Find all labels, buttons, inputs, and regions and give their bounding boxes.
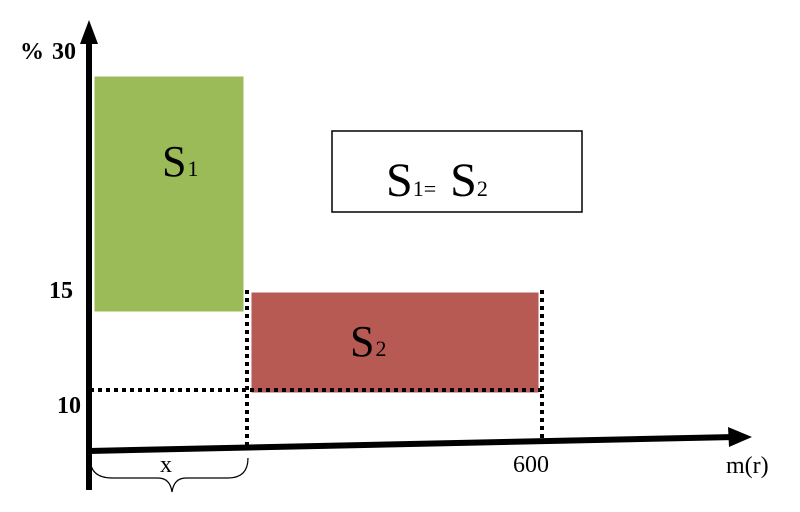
x-axis-line bbox=[88, 434, 736, 454]
x-brace bbox=[89, 457, 249, 493]
region-s1 bbox=[91, 73, 247, 315]
y-axis-arrow bbox=[80, 20, 98, 44]
x-tick-600: 600 bbox=[513, 452, 549, 478]
equation-box bbox=[331, 130, 583, 213]
equation-text: S1=S2 bbox=[386, 154, 488, 207]
y-tick-15: 15 bbox=[49, 278, 73, 304]
y-tick-10: 10 bbox=[57, 393, 81, 419]
s1-label: S1 bbox=[162, 137, 198, 186]
y-tick-30: 30 bbox=[52, 39, 76, 65]
x-axis-arrow bbox=[728, 427, 752, 447]
x-unit-label: m(r) bbox=[726, 453, 769, 479]
y-unit-label: % bbox=[20, 39, 44, 65]
s2-label: S2 bbox=[350, 317, 386, 366]
region-s2 bbox=[248, 289, 542, 396]
x-brace-label: x bbox=[160, 452, 172, 478]
